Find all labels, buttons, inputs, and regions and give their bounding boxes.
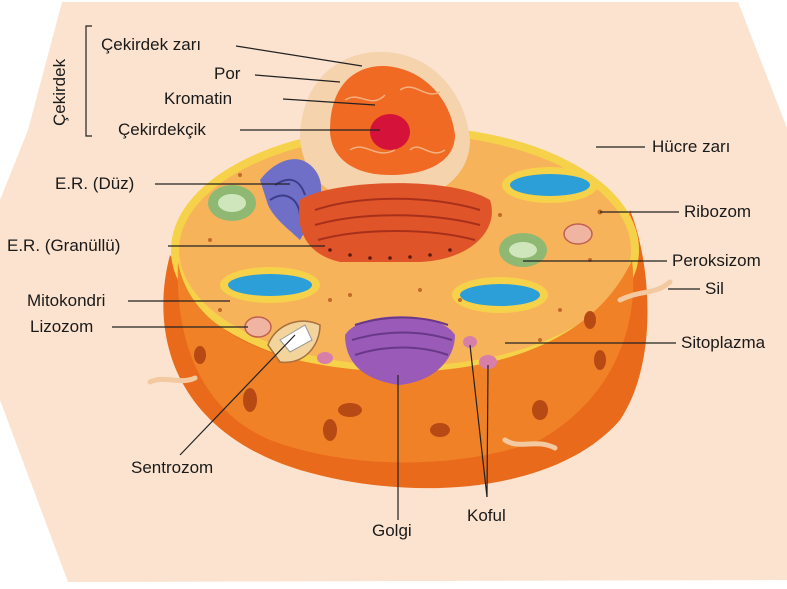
label-por: Por: [214, 64, 240, 84]
label-kromatin: Kromatin: [164, 89, 232, 109]
label-hucre-zari: Hücre zarı: [652, 137, 730, 157]
label-koful: Koful: [467, 506, 506, 526]
label-sentrozom: Sentrozom: [131, 458, 213, 478]
label-cekirdekcik: Çekirdekçik: [118, 120, 206, 140]
label-mitokondri: Mitokondri: [27, 291, 105, 311]
label-sitoplazma: Sitoplazma: [681, 333, 765, 353]
label-sil: Sil: [705, 279, 724, 299]
label-peroksizom: Peroksizom: [672, 251, 761, 271]
label-cekirdek-zari: Çekirdek zarı: [101, 35, 201, 55]
rough-er: [299, 183, 492, 262]
label-lizozom: Lizozom: [30, 317, 93, 337]
label-golgi: Golgi: [372, 521, 412, 541]
label-er-duz: E.R. (Düz): [55, 174, 134, 194]
group-label-cekirdek: Çekirdek: [50, 59, 70, 126]
label-er-granullu: E.R. (Granüllü): [7, 236, 120, 256]
label-ribozom: Ribozom: [684, 202, 751, 222]
